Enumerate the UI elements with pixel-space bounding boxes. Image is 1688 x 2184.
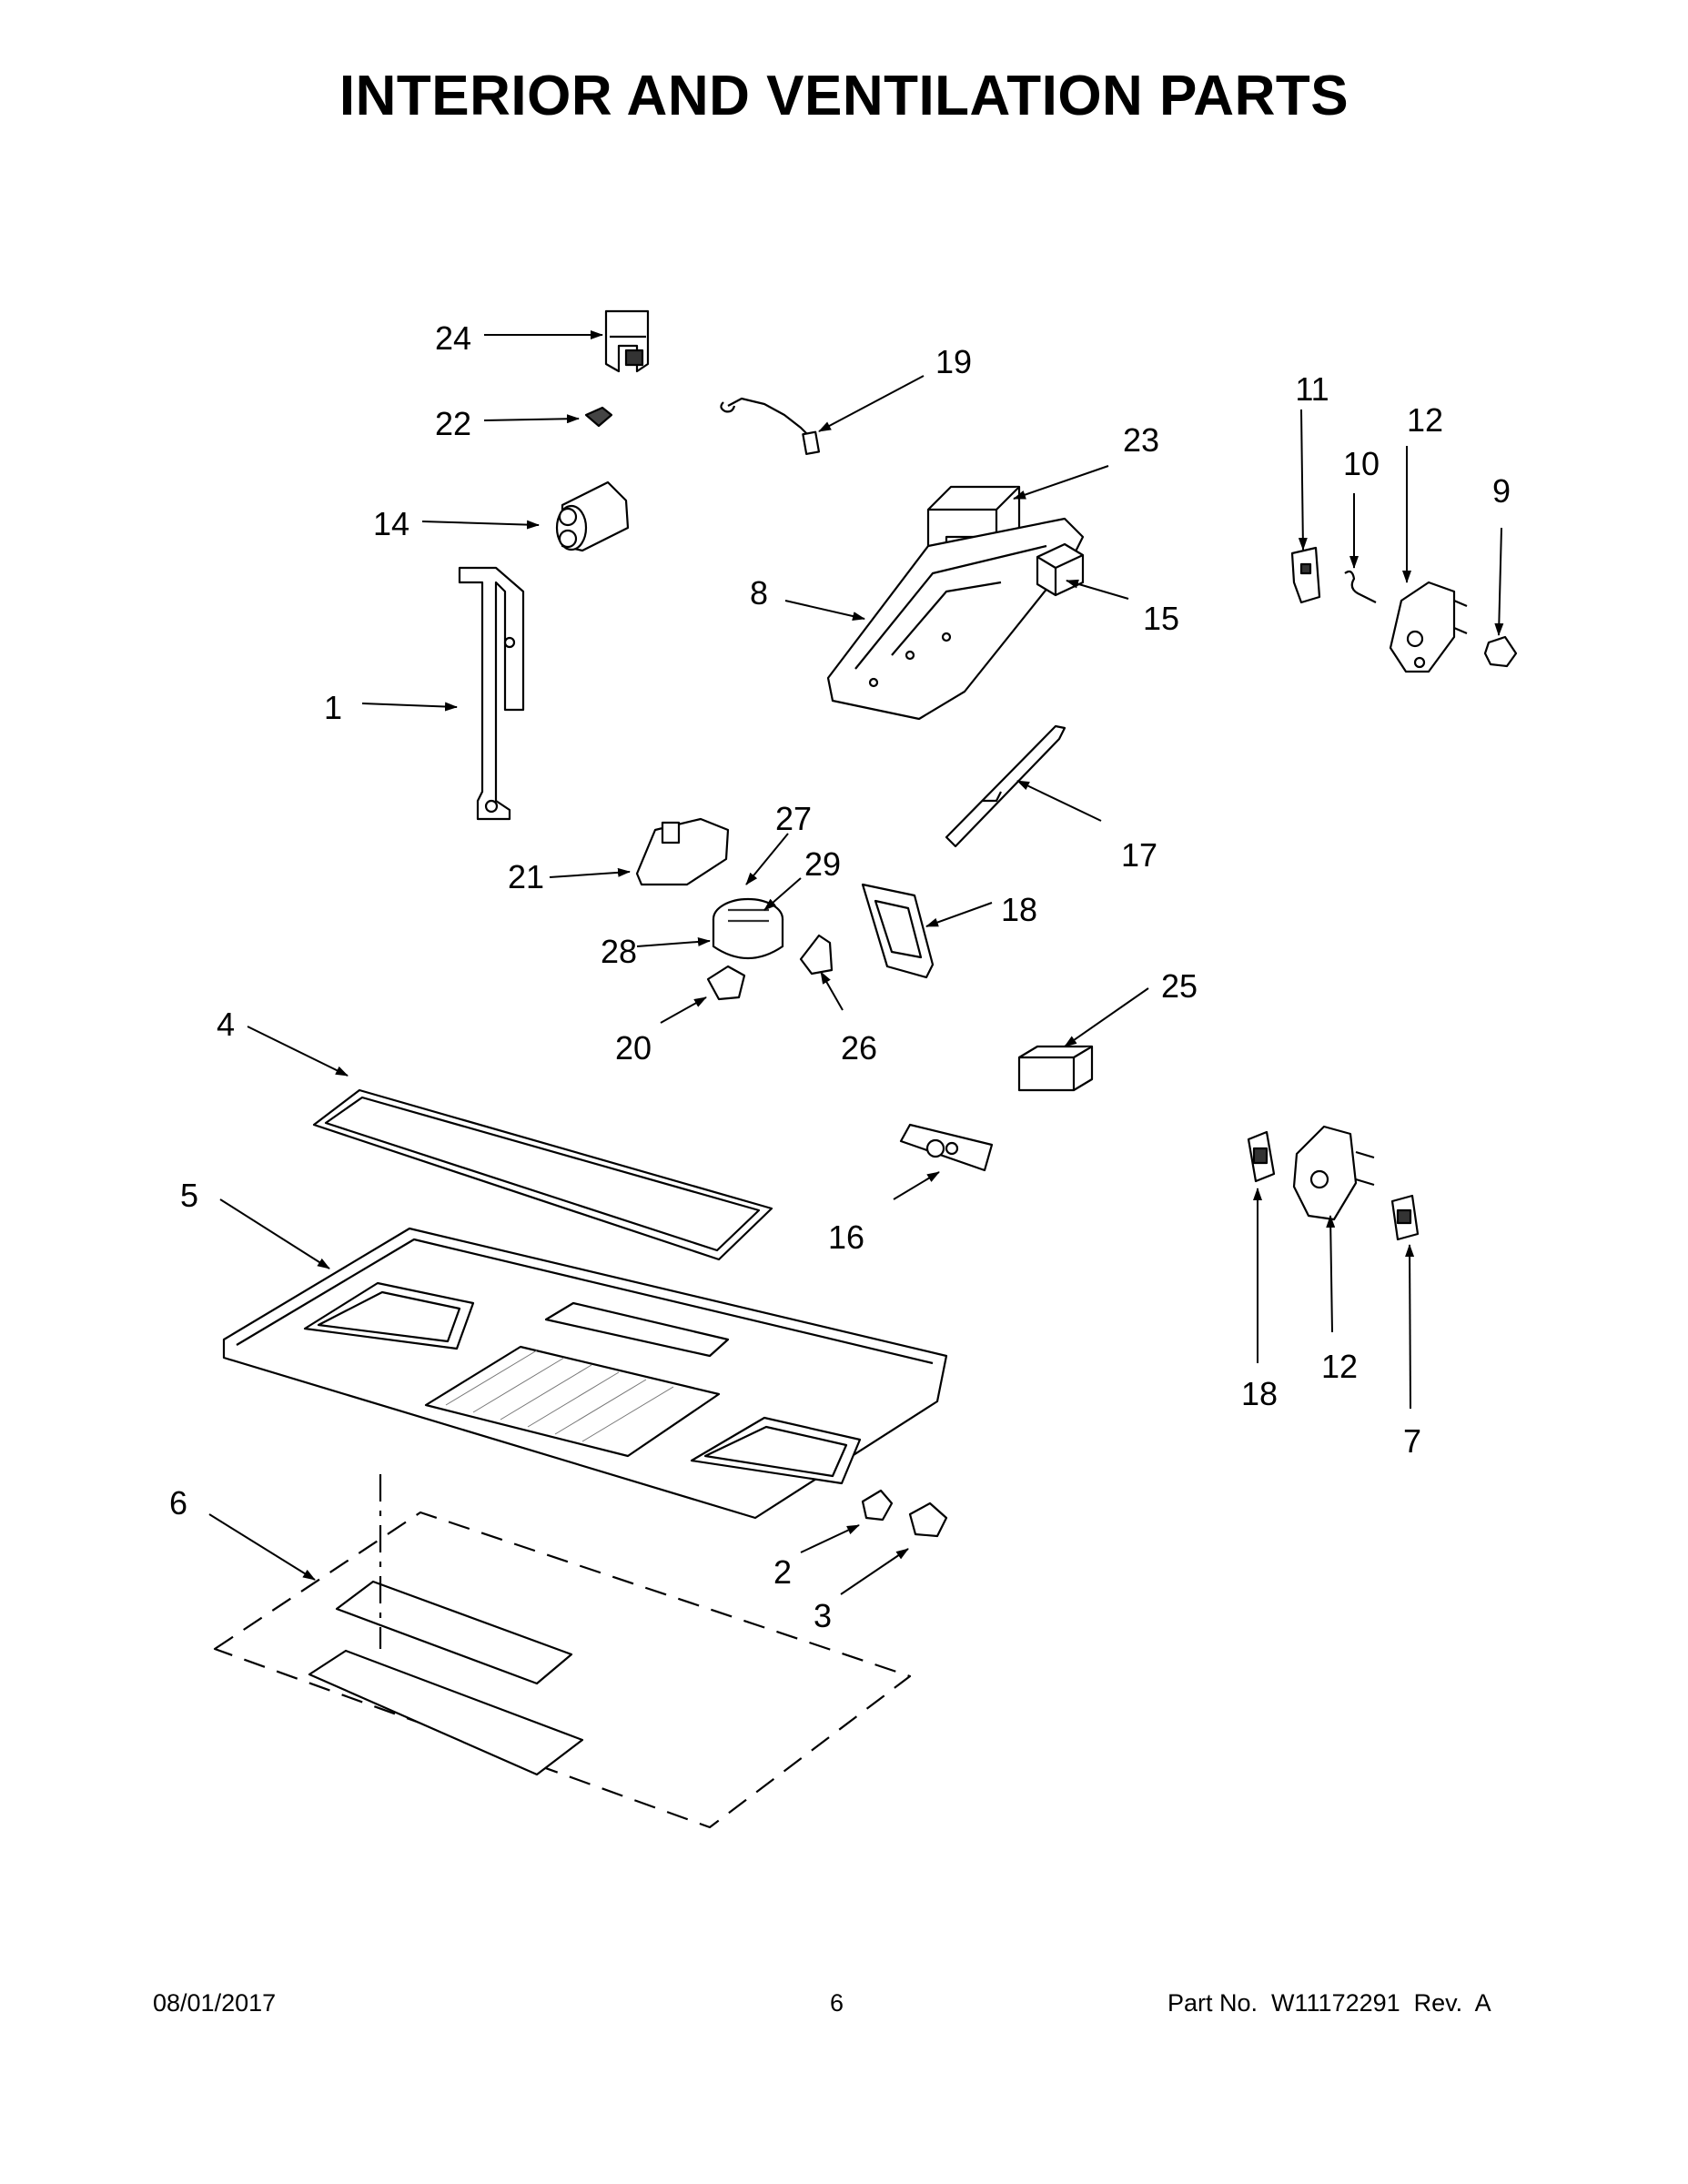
callout-11: 11 bbox=[1295, 370, 1329, 408]
part-19-switch bbox=[1247, 1130, 1276, 1183]
part-17-rail bbox=[945, 724, 1066, 848]
part-11-switch bbox=[1290, 546, 1321, 604]
callout-7: 7 bbox=[1403, 1422, 1421, 1460]
part-6-filter-kit bbox=[213, 1474, 912, 1829]
callout-22: 22 bbox=[435, 405, 471, 442]
callout-29: 29 bbox=[804, 845, 841, 883]
callout-20: 20 bbox=[615, 1029, 652, 1067]
callout-12-top: 12 bbox=[1407, 401, 1443, 439]
part-2-knob bbox=[861, 1489, 894, 1522]
part-16-plate bbox=[899, 1123, 994, 1172]
callout-28: 28 bbox=[601, 933, 637, 970]
callout-10: 10 bbox=[1343, 445, 1380, 482]
callout-21: 21 bbox=[508, 858, 544, 895]
part-13-wire bbox=[720, 397, 821, 455]
callout-8: 8 bbox=[750, 574, 768, 612]
part-1-bracket bbox=[458, 566, 525, 821]
callout-16: 16 bbox=[828, 1218, 864, 1256]
callout-6: 6 bbox=[169, 1484, 187, 1522]
part-22-clip bbox=[584, 406, 613, 428]
callout-3: 3 bbox=[814, 1597, 832, 1634]
part-24-bracket bbox=[604, 309, 650, 373]
part-10-spring bbox=[1344, 570, 1377, 603]
part-7-switch bbox=[1390, 1194, 1420, 1241]
callout-26: 26 bbox=[841, 1029, 877, 1067]
part-26-latch bbox=[799, 934, 834, 976]
callout-13: 19 bbox=[935, 343, 972, 380]
part-4-filter bbox=[312, 1088, 773, 1261]
callout-19: 18 bbox=[1241, 1375, 1278, 1412]
callout-27: 27 bbox=[775, 800, 812, 837]
part-3-mount bbox=[908, 1502, 948, 1538]
callout-18: 18 bbox=[1001, 891, 1037, 928]
callout-1: 1 bbox=[324, 689, 342, 726]
callout-12-bottom: 12 bbox=[1321, 1348, 1358, 1385]
part-18-frame bbox=[861, 883, 935, 979]
callout-9: 9 bbox=[1492, 472, 1511, 510]
part-20-sensor bbox=[706, 965, 746, 1001]
part-29-motor bbox=[712, 897, 784, 960]
part-12-switch-top bbox=[1389, 581, 1468, 673]
callout-15: 15 bbox=[1143, 600, 1179, 637]
callout-labels: 24 22 14 1 19 23 8 15 11 10 12 9 17 21 2… bbox=[169, 319, 1511, 1634]
callout-4: 4 bbox=[217, 1006, 235, 1043]
callout-5: 5 bbox=[180, 1177, 198, 1214]
part-5-cavity-base bbox=[222, 1227, 948, 1520]
callout-17: 17 bbox=[1121, 836, 1157, 874]
part-14-capacitor bbox=[555, 480, 630, 552]
callout-23: 23 bbox=[1123, 421, 1159, 459]
leader-arrows bbox=[208, 330, 1504, 1595]
footer-date: 08/01/2017 bbox=[153, 1989, 277, 2017]
part-9-small-switch bbox=[1483, 635, 1518, 668]
callout-24: 24 bbox=[435, 319, 471, 357]
footer-part-number: Part No. W11172291 Rev. A bbox=[1167, 1989, 1491, 2017]
page-title: INTERIOR AND VENTILATION PARTS bbox=[339, 65, 1349, 127]
part-12-switch-bottom bbox=[1292, 1125, 1375, 1221]
part-8-base-plate bbox=[826, 517, 1085, 721]
callout-2: 2 bbox=[773, 1553, 792, 1591]
part-21-damper bbox=[635, 817, 730, 886]
part-25-box bbox=[1017, 1045, 1094, 1092]
footer-page-number: 6 bbox=[830, 1989, 844, 2017]
callout-25: 25 bbox=[1161, 967, 1198, 1005]
callout-14: 14 bbox=[373, 505, 409, 542]
